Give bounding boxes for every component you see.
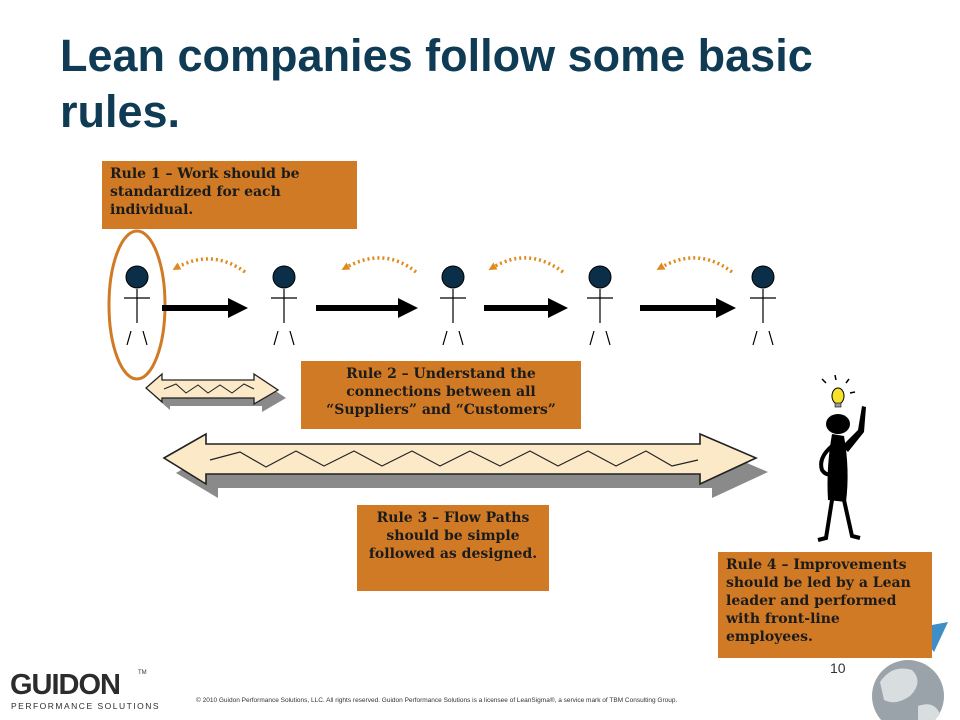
worker-figure-4 (587, 265, 613, 346)
logo-tagline: PERFORMANCE SOLUTIONS (11, 701, 161, 711)
stick-figure-icon (124, 265, 150, 346)
worker-figure-1 (124, 265, 150, 346)
rule-1-box: Rule 1 – Work should be standardized for… (102, 161, 357, 229)
stick-figure-icon (817, 406, 866, 542)
flow-arrow-2 (316, 298, 418, 318)
flow-arrow-3 (484, 298, 568, 318)
feedback-arrow-3 (488, 256, 565, 274)
rule-4-box: Rule 4 – Improvements should be led by a… (718, 552, 932, 658)
worker-figure-3 (440, 265, 466, 346)
rule-2-box: Rule 2 – Understand the connections betw… (301, 361, 581, 429)
slide-title: Lean companies follow some basic rules. (60, 30, 813, 137)
copyright-notice: © 2010 Guidon Performance Solutions, LLC… (196, 697, 678, 704)
feedback-arrow-4 (656, 256, 734, 274)
stick-figure-icon (440, 265, 466, 346)
worker-figure-5 (750, 265, 776, 346)
lightbulb-icon (821, 374, 856, 408)
worker-figure-2 (271, 265, 297, 346)
rule-3-box: Rule 3 – Flow Paths should be simple fol… (357, 505, 549, 591)
page-number: 10 (830, 660, 846, 676)
large-zigzag-arrow-icon (162, 432, 768, 498)
logo-trademark: TM (138, 670, 147, 676)
guidon-logo: GUIDON TM PERFORMANCE SOLUTIONS (10, 668, 159, 714)
globe-icon (872, 622, 948, 720)
flow-arrow-4 (640, 298, 736, 318)
stick-figure-icon (587, 265, 613, 346)
logo-wordmark: GUIDON (10, 669, 121, 701)
feedback-arrow-2 (341, 256, 418, 274)
stick-figure-icon (750, 265, 776, 346)
feedback-arrow-1 (172, 257, 247, 274)
small-zigzag-arrow-icon (145, 372, 286, 412)
lean-leader-figure (817, 374, 866, 542)
flow-arrow-1 (162, 298, 248, 318)
stick-figure-icon (271, 265, 297, 346)
